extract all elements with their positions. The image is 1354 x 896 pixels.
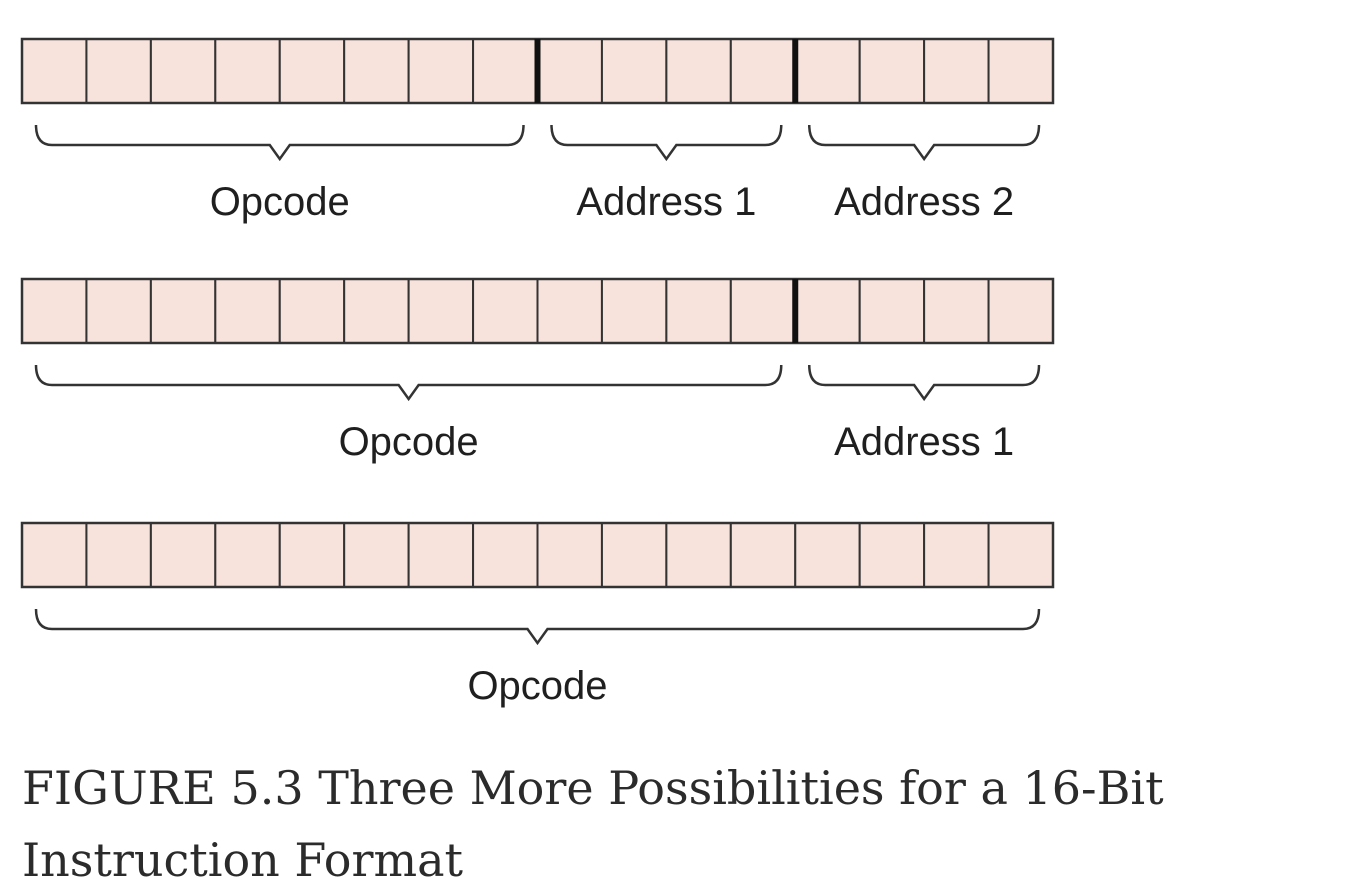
bit-cell — [923, 278, 990, 344]
field-brace — [808, 364, 1041, 402]
field-label-opcode: Opcode — [210, 180, 350, 224]
bit-cell — [794, 278, 861, 344]
bit-cell — [214, 278, 281, 344]
bit-cell — [987, 522, 1054, 588]
instruction-format-2: Opcode Address 1 — [20, 277, 1055, 464]
bit-cell — [21, 38, 88, 104]
field-brace — [808, 124, 1041, 162]
bit-cell — [407, 38, 475, 104]
bit-cell — [278, 522, 346, 588]
bit-cell — [149, 38, 217, 104]
bit-cell — [85, 38, 152, 104]
field-label-address-1: Address 1 — [834, 420, 1014, 464]
bit-cell — [343, 278, 410, 344]
bit-cell — [987, 278, 1054, 344]
bit-cell — [536, 522, 603, 588]
bit-cell — [343, 522, 410, 588]
bit-cell — [923, 38, 990, 104]
bit-cell — [407, 522, 475, 588]
bit-cell — [472, 522, 539, 588]
instruction-border — [20, 277, 1055, 345]
instruction-format-3: Opcode — [20, 521, 1055, 708]
field-brace — [34, 364, 783, 402]
bit-cell — [923, 522, 990, 588]
bit-cell — [21, 522, 88, 588]
bit-cell — [665, 38, 732, 104]
bit-cell — [214, 38, 281, 104]
bit-cell — [600, 38, 668, 104]
field-label-opcode: Opcode — [339, 420, 479, 464]
bit-cell — [21, 278, 88, 344]
bit-cell — [858, 522, 926, 588]
field-brace — [550, 124, 783, 162]
bit-cell — [214, 522, 281, 588]
bit-cell — [600, 522, 668, 588]
field-label-opcode: Opcode — [467, 664, 607, 708]
figure-caption: FIGURE 5.3 Three More Possibilities for … — [22, 761, 1164, 887]
bit-cell — [858, 38, 926, 104]
bit-cell — [536, 38, 603, 104]
bit-cell — [149, 522, 217, 588]
bit-cell — [472, 278, 539, 344]
field-brace — [34, 608, 1041, 646]
bit-cell — [794, 38, 861, 104]
bit-cell — [472, 38, 539, 104]
bit-cell — [987, 38, 1054, 104]
bit-cell — [149, 278, 217, 344]
bit-cell — [729, 522, 797, 588]
bit-cell — [343, 38, 410, 104]
bit-cell — [407, 278, 475, 344]
field-label-address-1: Address 1 — [576, 180, 756, 224]
bit-cell — [665, 522, 732, 588]
bit-cell — [600, 278, 668, 344]
bit-cell — [729, 38, 797, 104]
instruction-border — [20, 521, 1055, 589]
bit-cell — [278, 38, 346, 104]
bit-cell — [278, 278, 346, 344]
bit-cell — [858, 278, 926, 344]
bit-cell — [794, 522, 861, 588]
field-brace — [34, 124, 525, 162]
bit-cell — [729, 278, 797, 344]
instruction-format-1: Opcode Address 1 Address 2 — [20, 37, 1055, 224]
bit-cell — [665, 278, 732, 344]
field-label-address-2: Address 2 — [834, 180, 1014, 224]
bit-cell — [85, 522, 152, 588]
bit-cell — [536, 278, 603, 344]
bit-cell — [85, 278, 152, 344]
